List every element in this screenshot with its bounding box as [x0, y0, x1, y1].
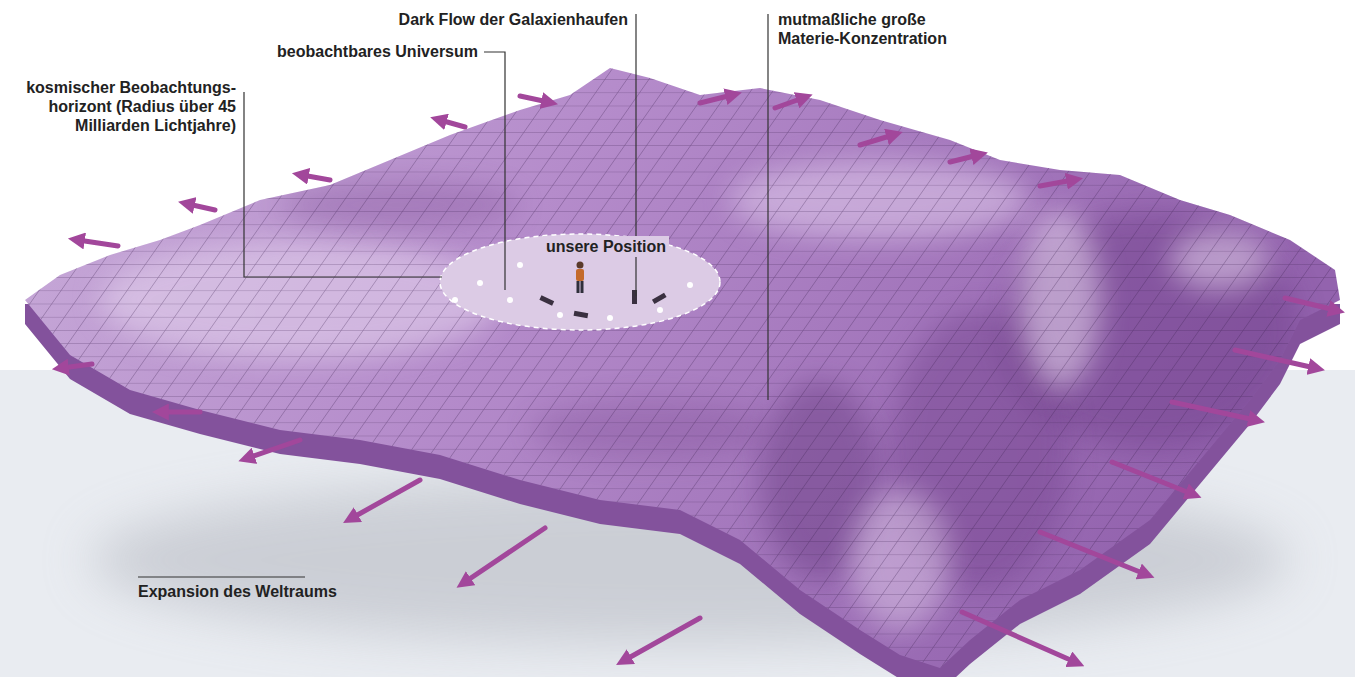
- expansion-arrow: [440, 120, 465, 127]
- observable-region: [440, 234, 720, 330]
- expansion-arrow: [1040, 180, 1073, 186]
- observable-universe: [440, 234, 720, 330]
- leader-label: Dark Flow der Galaxienhaufen: [399, 10, 628, 29]
- leader-label: mutmaßliche große Materie-Konzentration: [778, 10, 963, 48]
- expansion-arrow: [188, 204, 215, 210]
- leader-line: [767, 14, 768, 400]
- expansion-arrow: [1285, 298, 1335, 310]
- person-body: [576, 269, 584, 281]
- expansion-arrow: [962, 612, 1075, 662]
- dark-flow-bar: [574, 311, 589, 318]
- person-leg: [581, 281, 584, 293]
- dark-flow-bar: [652, 293, 667, 304]
- dark-flow-bar: [539, 295, 554, 305]
- expansion-arrow: [248, 440, 300, 458]
- expansion-arrow: [1172, 402, 1255, 420]
- expansion-arrows: [62, 95, 1335, 662]
- person-leg: [577, 281, 580, 293]
- leader-line: [484, 52, 505, 290]
- expansion-arrow: [950, 155, 978, 162]
- person-head: [577, 262, 584, 269]
- leader-label: Expansion des Weltraums: [138, 582, 337, 601]
- leader-label: kosmischer Beobachtungs- horizont (Radiu…: [14, 78, 236, 135]
- galaxy-dot: [557, 312, 563, 318]
- position-label: unsere Position: [543, 236, 669, 257]
- galaxy-dot: [607, 315, 613, 321]
- leader-line: [244, 92, 442, 277]
- galaxy-dot: [507, 297, 513, 303]
- expansion-arrow: [78, 240, 118, 246]
- expansion-arrow: [1235, 350, 1315, 368]
- galaxy-dot: [477, 280, 483, 286]
- expansion-arrow: [625, 618, 700, 660]
- expansion-arrow: [302, 175, 330, 180]
- expansion-arrow: [775, 98, 803, 108]
- expansion-arrow: [465, 528, 545, 582]
- expansion-arrow: [162, 410, 200, 415]
- galaxy-dot: [452, 297, 458, 303]
- expansion-arrow: [1040, 532, 1145, 574]
- person-figure: [576, 262, 584, 294]
- leader-label: beobachtbares Universum: [277, 42, 478, 61]
- expansion-arrow: [860, 135, 893, 145]
- expansion-arrow: [520, 96, 548, 102]
- galaxy-dot: [657, 307, 663, 313]
- galaxy-dot: [517, 262, 523, 268]
- galaxy-dot: [687, 282, 693, 288]
- expansion-arrow: [700, 95, 732, 103]
- expansion-arrow: [352, 480, 420, 518]
- expansion-arrow: [62, 364, 92, 368]
- leader-line: [138, 576, 305, 577]
- expansion-arrow: [1112, 462, 1192, 494]
